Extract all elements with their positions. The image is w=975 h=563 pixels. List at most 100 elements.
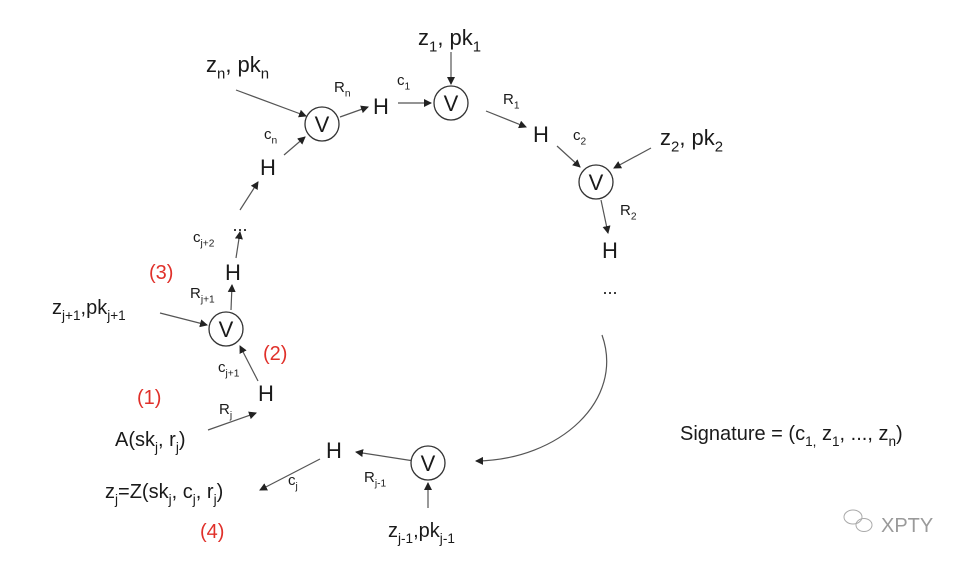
label-subscript: j xyxy=(168,492,172,507)
verify-node: V xyxy=(433,85,469,121)
label-a: A(skj, rj) xyxy=(115,429,186,455)
label-rn: Rn xyxy=(334,79,351,100)
flow-arrow xyxy=(556,145,581,168)
label-base: z xyxy=(52,297,62,319)
label-base: ) xyxy=(179,429,186,451)
label-r1: R1 xyxy=(503,91,520,112)
step-2-label: (2) xyxy=(263,343,287,365)
label-zj1-pkj1: zj+1,pkj+1 xyxy=(52,297,126,323)
step-3: (3) xyxy=(149,262,173,284)
watermark: XPTY xyxy=(843,509,933,537)
label-base: c xyxy=(193,229,201,246)
verify-symbol: V xyxy=(589,170,604,195)
label-base: R xyxy=(503,91,514,108)
flow-arrow xyxy=(283,136,306,156)
label-base: R xyxy=(190,285,201,302)
label-base: R xyxy=(334,79,345,96)
label-base: ) xyxy=(217,481,224,503)
hash-node: H xyxy=(533,122,549,147)
label-base: z xyxy=(418,25,429,50)
label-cj1: cj+1 xyxy=(218,359,240,380)
label-subscript: 1 xyxy=(405,82,411,93)
label-subscript: j xyxy=(213,492,217,507)
verify-node: V xyxy=(578,164,614,200)
label-subscript: n xyxy=(345,89,351,100)
label-c1: c1 xyxy=(397,72,411,93)
label-cj2: cj+2 xyxy=(193,229,215,250)
label-base: c xyxy=(397,72,405,89)
label-base: z xyxy=(388,520,398,542)
label-subscript: 1 xyxy=(429,39,437,56)
label-subscript: n xyxy=(261,66,269,83)
label-subscript: j xyxy=(192,492,196,507)
label-base: c xyxy=(264,126,272,143)
label-base: , ..., z xyxy=(840,423,889,445)
label-base: R xyxy=(364,469,375,486)
step-4: (4) xyxy=(200,521,224,543)
label-zn-pkn: zn, pkn xyxy=(206,52,269,83)
label-base: , pk xyxy=(437,25,473,50)
label-base: , r xyxy=(158,429,176,451)
verify-symbol: V xyxy=(421,451,436,476)
label-signature: Signature = (c1, z1, ..., zn) xyxy=(680,423,903,449)
label-subscript: 1 xyxy=(473,39,481,56)
label-base: Signature = (c xyxy=(680,423,805,445)
label-subscript: j xyxy=(154,440,158,455)
label-base: ) xyxy=(896,423,903,445)
step-3-label: (3) xyxy=(149,262,173,284)
label-base: c xyxy=(218,359,226,376)
verify-symbol: V xyxy=(444,91,459,116)
flow-arrow xyxy=(235,89,307,118)
step-1: (1) xyxy=(137,387,161,409)
label-base: A(sk xyxy=(115,429,156,451)
label-subscript: j xyxy=(229,411,232,422)
label-subscript: j xyxy=(175,440,179,455)
hash-node: H xyxy=(602,238,618,263)
step-4-label: (4) xyxy=(200,521,224,543)
label-subscript: 2 xyxy=(631,212,637,223)
label-base: , pk xyxy=(679,125,715,150)
label-base: , c xyxy=(172,481,193,503)
label-subscript: 2 xyxy=(581,137,587,148)
label-subscript: 2 xyxy=(671,139,679,156)
label-subscript: j xyxy=(295,482,298,493)
verify-circle xyxy=(578,164,614,200)
label-base: ,pk xyxy=(81,297,109,319)
label-subscript: j-1 xyxy=(374,479,387,490)
label-z1-pk1: z1, pk1 xyxy=(418,25,481,56)
flow-arrow xyxy=(234,231,243,259)
flow-arrow xyxy=(239,345,259,382)
verify-node: V xyxy=(208,311,244,347)
hash-node: H xyxy=(258,381,274,406)
label-r2: R2 xyxy=(620,202,637,223)
label-rj1: Rj+1 xyxy=(190,285,215,306)
label-base: z xyxy=(816,423,832,445)
ellipsis: ... xyxy=(232,215,247,235)
flow-arrow xyxy=(259,458,321,491)
hash-node: H xyxy=(260,155,276,180)
label-subscript: j+1 xyxy=(106,308,126,323)
label-subscript: j+2 xyxy=(200,239,215,250)
label-subscript: 1, xyxy=(805,434,816,449)
flow-arrow xyxy=(159,312,208,328)
verify-symbol: V xyxy=(315,112,330,137)
label-subscript: j+1 xyxy=(61,308,81,323)
label-base: =Z(sk xyxy=(118,481,170,503)
flow-arrow xyxy=(355,449,415,462)
label-z2-pk2: z2, pk2 xyxy=(660,125,723,156)
flow-arrow xyxy=(600,199,611,234)
label-subscript: j+1 xyxy=(200,295,215,306)
verify-nodes: V V V V V xyxy=(208,85,614,481)
label-subscript: j-1 xyxy=(397,531,413,546)
label-subscript: 2 xyxy=(715,139,723,156)
label-rj: Rj xyxy=(219,401,232,422)
flow-arrow xyxy=(613,147,652,169)
arrows xyxy=(159,52,652,508)
label-rjm1: Rj-1 xyxy=(364,469,386,490)
flow-arrow xyxy=(239,181,259,211)
label-subscript: n xyxy=(217,66,225,83)
hash-node: H xyxy=(373,94,389,119)
flow-arrow xyxy=(207,411,257,431)
label-base: c xyxy=(573,127,581,144)
